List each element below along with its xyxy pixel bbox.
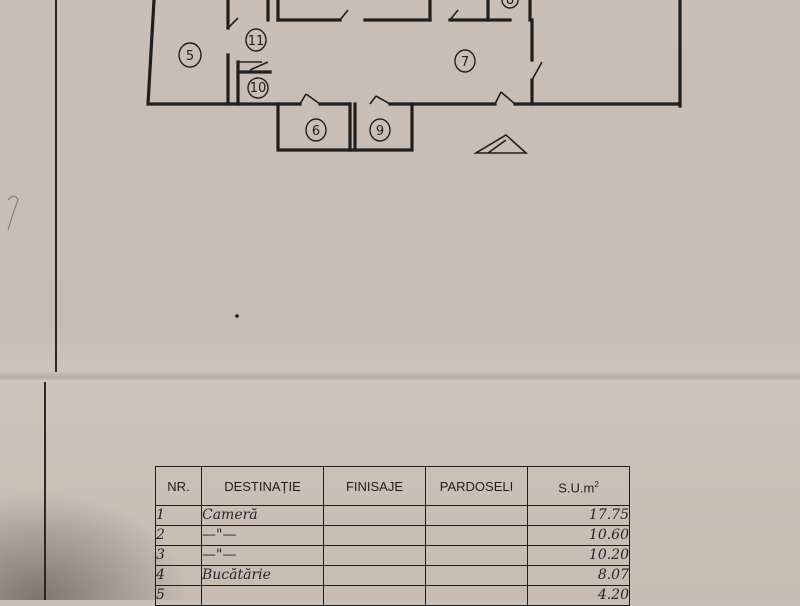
row-destinatie: —"— (201, 545, 324, 566)
row-pardoseli (425, 545, 528, 566)
table-row: 1 Cameră 17.75 (155, 505, 630, 526)
margin-line (55, 0, 57, 372)
row-finisaje (323, 505, 426, 526)
table-header-row: NR. DESTINAȚIE FINISAJE PARDOSELI S.U.m2 (155, 466, 630, 506)
row-su: 10.20 (527, 545, 630, 566)
row-destinatie (201, 585, 324, 606)
room-label-7: 7 (461, 55, 469, 70)
paper-fold (0, 372, 800, 382)
row-pardoseli (425, 525, 528, 546)
room-label-8: 8 (506, 0, 514, 8)
row-su: 10.60 (527, 525, 630, 546)
room-schedule-table: NR. DESTINAȚIE FINISAJE PARDOSELI S.U.m2… (155, 466, 630, 606)
row-pardoseli (425, 505, 528, 526)
room-label-10: 10 (250, 81, 267, 96)
row-pardoseli (425, 585, 528, 606)
row-finisaje (323, 525, 426, 546)
header-pardoseli: PARDOSELI (425, 466, 528, 506)
header-su-superscript: 2 (594, 479, 599, 489)
row-finisaje (323, 585, 426, 606)
row-finisaje (323, 565, 426, 586)
header-su: S.U.m2 (527, 466, 630, 506)
table-row: 5 4.20 (155, 585, 630, 606)
row-finisaje (323, 545, 426, 566)
row-destinatie: —"— (201, 525, 324, 546)
row-su: 4.20 (527, 585, 630, 606)
header-nr: NR. (155, 466, 202, 506)
room-label-9: 9 (376, 124, 384, 139)
north-arrow-icon (473, 134, 529, 154)
row-destinatie: Bucătărie (201, 565, 324, 586)
margin-line-lower (44, 382, 46, 600)
ink-speck (235, 314, 239, 318)
table-row: 4 Bucătărie 8.07 (155, 565, 630, 586)
wall-room-5 (146, 0, 232, 106)
table-row: 2 —"— 10.60 (155, 525, 630, 546)
room-label-5: 5 (186, 49, 194, 64)
header-su-label: S.U.m (558, 480, 595, 496)
room-label-11: 11 (248, 34, 265, 49)
row-su: 17.75 (527, 505, 630, 526)
photo-shadow (0, 490, 190, 600)
header-finisaje: FINISAJE (323, 466, 426, 506)
table-row: 3 —"— 10.20 (155, 545, 630, 566)
row-su: 8.07 (527, 565, 630, 586)
room-label-6: 6 (312, 124, 320, 139)
paper-mark (7, 195, 19, 231)
row-destinatie: Cameră (201, 505, 324, 526)
row-pardoseli (425, 565, 528, 586)
header-destinatie: DESTINAȚIE (201, 466, 324, 506)
